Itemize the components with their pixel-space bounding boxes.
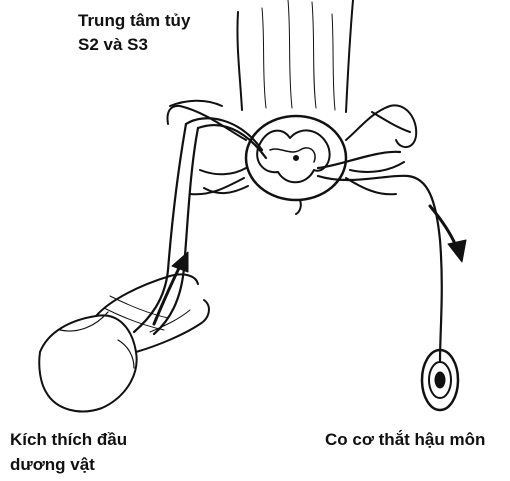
- efferent-arrowhead: [448, 240, 466, 262]
- penis-drawing: [39, 274, 209, 411]
- spinal-cross-section: [246, 116, 346, 200]
- efferent-arrow: [430, 206, 456, 246]
- spinal-cord: [237, 0, 353, 112]
- stimulus-label-line2: dương vật: [10, 453, 95, 476]
- response-label: Co cơ thắt hậu môn: [325, 428, 485, 451]
- spinal-center-label-line2: S2 và S3: [78, 33, 148, 56]
- stimulus-label-line1: Kích thích đầu: [10, 428, 127, 451]
- afferent-arrowhead: [172, 252, 188, 272]
- arrows: [154, 206, 466, 324]
- spinal-center-label-line1: Trung tâm tủy: [78, 9, 190, 32]
